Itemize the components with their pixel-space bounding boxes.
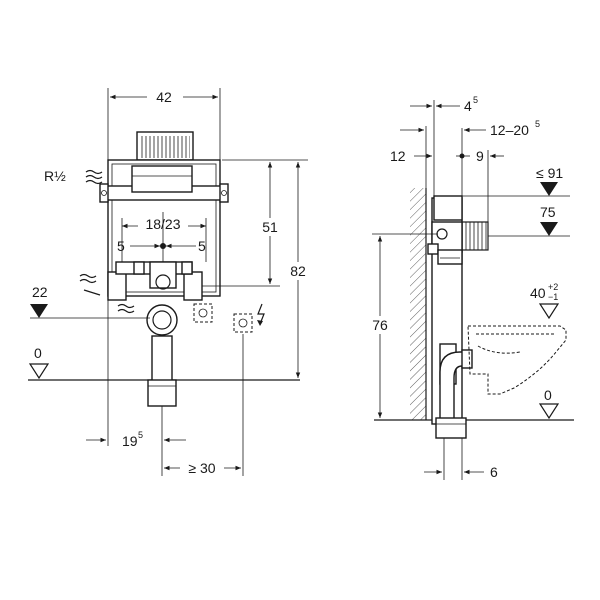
front-right-inlet: [181, 261, 193, 275]
dim-12-20-label: 12–20: [490, 122, 529, 138]
lightning-icon: [257, 303, 265, 325]
dim-12-label: 12: [390, 148, 406, 164]
dim-76-bg: [368, 316, 392, 334]
dim-42-label-bg: [147, 88, 183, 106]
front-right-leg: [183, 271, 203, 301]
side-floor-0-label: 0: [544, 387, 552, 403]
floor-0-label: 0: [34, 345, 42, 361]
dim-5-left-label: 5: [117, 238, 125, 254]
front-drain-flange: [146, 304, 178, 336]
front-view: 42 R½ 18/23 5 5 51 82 22 0: [28, 88, 310, 476]
bowl-height-marker: [538, 303, 560, 320]
side-drain-connector: [461, 349, 473, 369]
dim-30-bg: [180, 458, 224, 476]
front-socket-left: [193, 303, 213, 323]
front-socket-right-dot: [238, 318, 248, 328]
lightning-icon-tip: [257, 320, 263, 326]
side-view: 4 5 12–20 5 12 9 ≤ 91 75 76 40 +2 −1: [368, 95, 574, 480]
waste-wave-icon: [117, 303, 135, 314]
side-wc-inner: [477, 345, 521, 354]
dim-5-right-label: 5: [198, 238, 206, 254]
level-91-marker: [540, 182, 558, 196]
front-actuator-plate: [131, 165, 193, 193]
front-drain-pipe: [151, 335, 173, 383]
dim-51-bg: [258, 218, 282, 236]
side-bracket: [427, 243, 439, 255]
dim-51-label: 51: [262, 219, 278, 235]
side-drain-outlet: [435, 417, 467, 439]
dim-76-label: 76: [372, 317, 388, 333]
front-drain-outlet: [147, 379, 177, 407]
dim-9-dot: [459, 153, 465, 159]
dim-30-label: ≥ 30: [188, 460, 215, 476]
bowl-tol-minus: −1: [548, 292, 558, 302]
bowl-height-label: 40: [530, 285, 546, 301]
dim-42-label: 42: [156, 89, 172, 105]
side-valve: [437, 249, 463, 265]
dim-82-label: 82: [290, 263, 306, 279]
front-left-bracket: [99, 183, 109, 203]
level-91-label: ≤ 91: [536, 165, 563, 181]
connection-label: R½: [44, 168, 66, 184]
level-22-label: 22: [32, 284, 48, 300]
side-drain: [435, 349, 473, 439]
dim-12-20-sup: 5: [535, 119, 540, 129]
dim-19-sup: 5: [138, 430, 143, 440]
water-wave-icon: [85, 169, 103, 185]
front-right-bracket: [219, 183, 229, 203]
level-75-label: 75: [540, 204, 556, 220]
bowl-tol-plus: +2: [548, 282, 558, 292]
front-drain: [146, 304, 178, 407]
dim-4-sup: 5: [473, 95, 478, 105]
side-cistern-top: [433, 195, 463, 221]
water-wave-icon-lower: [79, 273, 101, 296]
level-22-marker: [30, 304, 48, 318]
side-floor-0-marker: [538, 403, 560, 420]
front-socket-right: [233, 313, 253, 333]
dim-9-label: 9: [476, 148, 484, 164]
front-drain-inner: [152, 310, 172, 330]
front-left-leg: [107, 271, 127, 301]
front-frame-inner: [111, 163, 217, 293]
side-wall-hatch: [410, 188, 426, 420]
front-cistern-ribs: [140, 136, 190, 158]
side-cistern-ribs: [461, 221, 489, 251]
dim-82-bg: [286, 262, 310, 280]
level-75-marker: [540, 222, 558, 236]
dim-4-label: 4: [464, 98, 472, 114]
side-wc-bowl: [467, 325, 567, 395]
front-left-bolt: [101, 190, 107, 196]
front-right-bolt: [221, 190, 227, 196]
floor-0-marker: [28, 363, 50, 380]
front-socket-left-dot: [198, 308, 208, 318]
dim-6-label: 6: [490, 464, 498, 480]
front-valve-ring: [155, 274, 171, 290]
front-left-inlet: [133, 261, 145, 275]
dim-19-label: 19: [122, 433, 138, 449]
